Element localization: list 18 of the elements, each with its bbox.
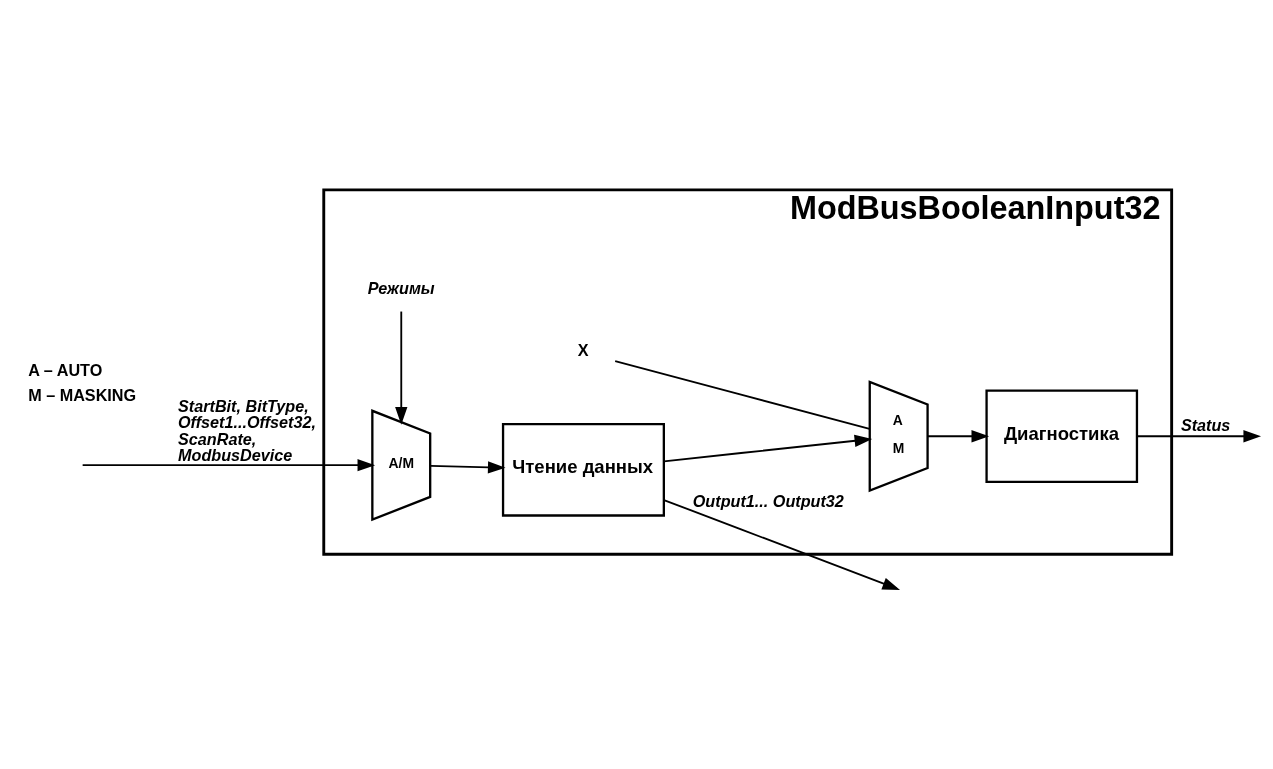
label: M – MASKING: [28, 385, 137, 404]
label: A – AUTO: [28, 360, 103, 379]
arrow: [429, 460, 506, 474]
node-text: Режимы: [367, 278, 435, 297]
arrow: [81, 458, 376, 471]
arrow: [663, 498, 900, 590]
arrow: [663, 434, 873, 462]
connector: [614, 359, 871, 430]
edge-label: Output1... Output32: [692, 491, 844, 510]
arrow: [395, 310, 408, 425]
edge-label: StartBit, BitType, Offset1...Offset32, ScanRate, ModbusDevice: [178, 396, 316, 464]
node-text: X: [577, 340, 589, 359]
node-box: Чтение данных: [501, 422, 665, 517]
node-box: Диагностика: [985, 388, 1139, 483]
arrow: [926, 429, 990, 442]
edge-label: Status: [1180, 415, 1231, 434]
node-box: A M: [868, 379, 929, 492]
arrow: [1136, 429, 1262, 442]
